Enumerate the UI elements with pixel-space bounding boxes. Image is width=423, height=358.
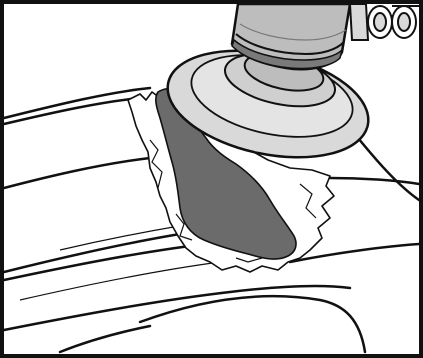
polisher-handle-fitting: [350, 4, 419, 40]
